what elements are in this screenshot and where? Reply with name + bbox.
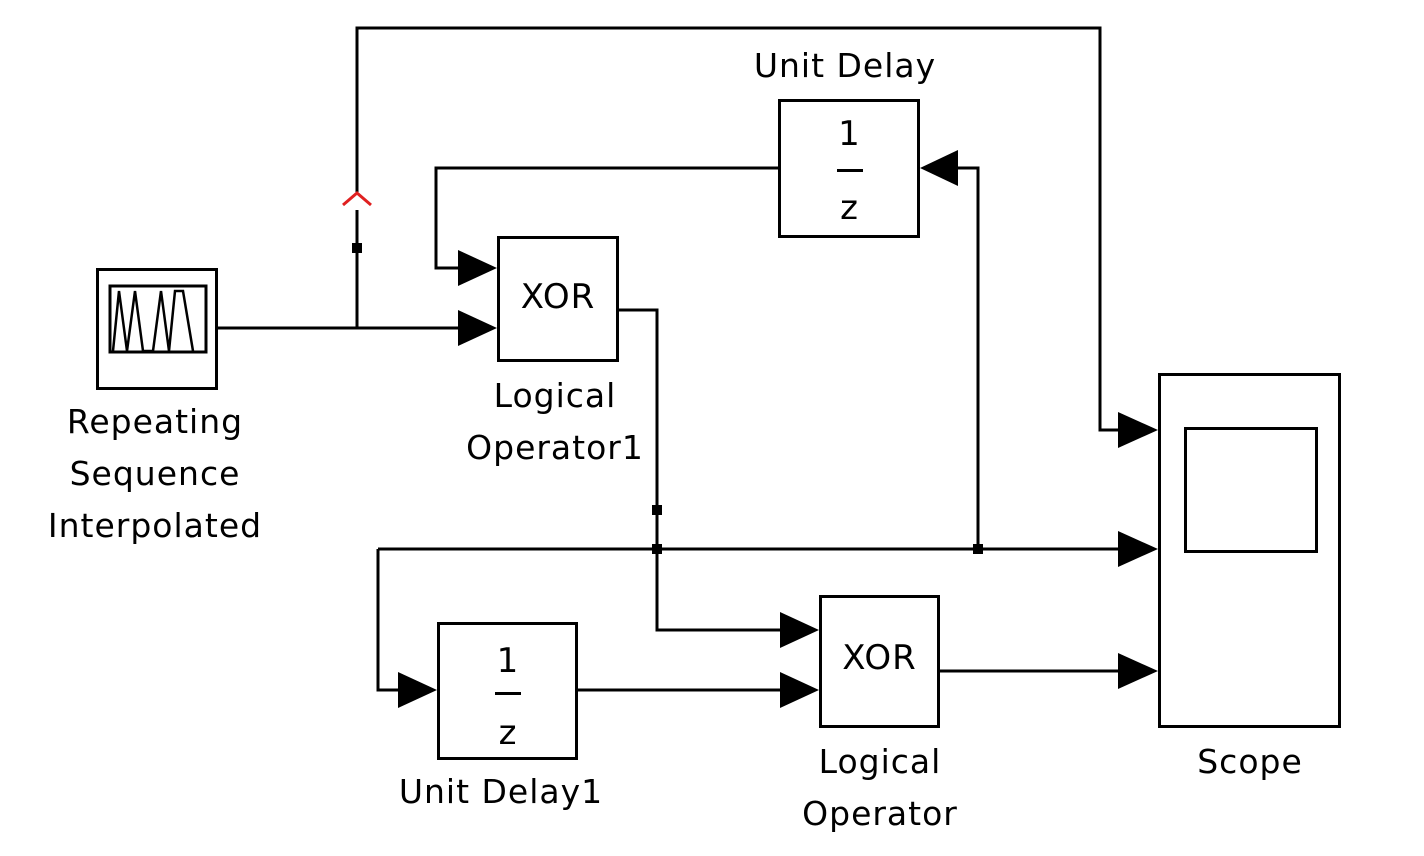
- scope-block[interactable]: [1158, 373, 1341, 728]
- repeating-sequence-label: Repeating Sequence Interpolated: [47, 402, 263, 545]
- arrow-xor-in2-icon: [780, 672, 819, 708]
- crossover-hop-icon: [342, 191, 372, 207]
- unit-delay-numerator: 1: [838, 114, 860, 154]
- junction-dot: [652, 544, 662, 554]
- repeating-sequence-block[interactable]: [96, 268, 218, 390]
- logical-operator1-block[interactable]: XOR: [497, 236, 619, 362]
- unit-delay-block[interactable]: 1 z: [778, 99, 920, 238]
- unit-delay1-block[interactable]: 1 z: [437, 622, 578, 760]
- unit-delay-label: Unit Delay: [753, 46, 937, 85]
- unit-delay1-label: Unit Delay1: [398, 772, 604, 811]
- fraction-bar: [837, 169, 863, 172]
- unit-delay1-denominator: z: [498, 713, 517, 753]
- waveform-icon: [108, 284, 208, 354]
- arrow-scope-in3-icon: [1118, 653, 1158, 689]
- signal-top-loop-to-scope-in1: [355, 26, 1120, 432]
- arrow-xor1-in1-icon: [458, 250, 497, 286]
- logical-operator1-label: Logical Operator1: [466, 376, 644, 467]
- signal-bus-to-unitdelay-in: [958, 166, 980, 549]
- arrow-xor1-in2-icon: [458, 310, 497, 346]
- arrow-unitdelay1-in-icon: [398, 672, 437, 708]
- junction-dot: [973, 544, 983, 554]
- unit-delay-denominator: z: [840, 188, 858, 228]
- scope-label: Scope: [1197, 742, 1303, 781]
- signal-xor1-out-to-xor-in1: [618, 308, 780, 632]
- logical-operator-block[interactable]: XOR: [819, 595, 940, 728]
- unit-delay1-numerator: 1: [496, 641, 519, 681]
- junction-dot: [652, 505, 662, 515]
- arrow-scope-in1-icon: [1118, 412, 1158, 448]
- arrow-xor-in1-icon: [780, 612, 819, 648]
- signal-bus-to-unitdelay1-in: [376, 549, 398, 692]
- arrow-scope-in2-icon: [1118, 531, 1158, 567]
- arrow-unitdelay-in-icon: [920, 150, 958, 186]
- fraction-bar: [495, 692, 521, 695]
- logical-operator-op: XOR: [842, 638, 917, 678]
- logical-operator-label: Logical Operator: [802, 742, 958, 833]
- junction-dot: [352, 243, 362, 253]
- signal-unitdelay-to-xor1-in1: [434, 166, 778, 270]
- logical-operator1-op: XOR: [520, 277, 596, 317]
- scope-screen-icon: [1184, 427, 1318, 553]
